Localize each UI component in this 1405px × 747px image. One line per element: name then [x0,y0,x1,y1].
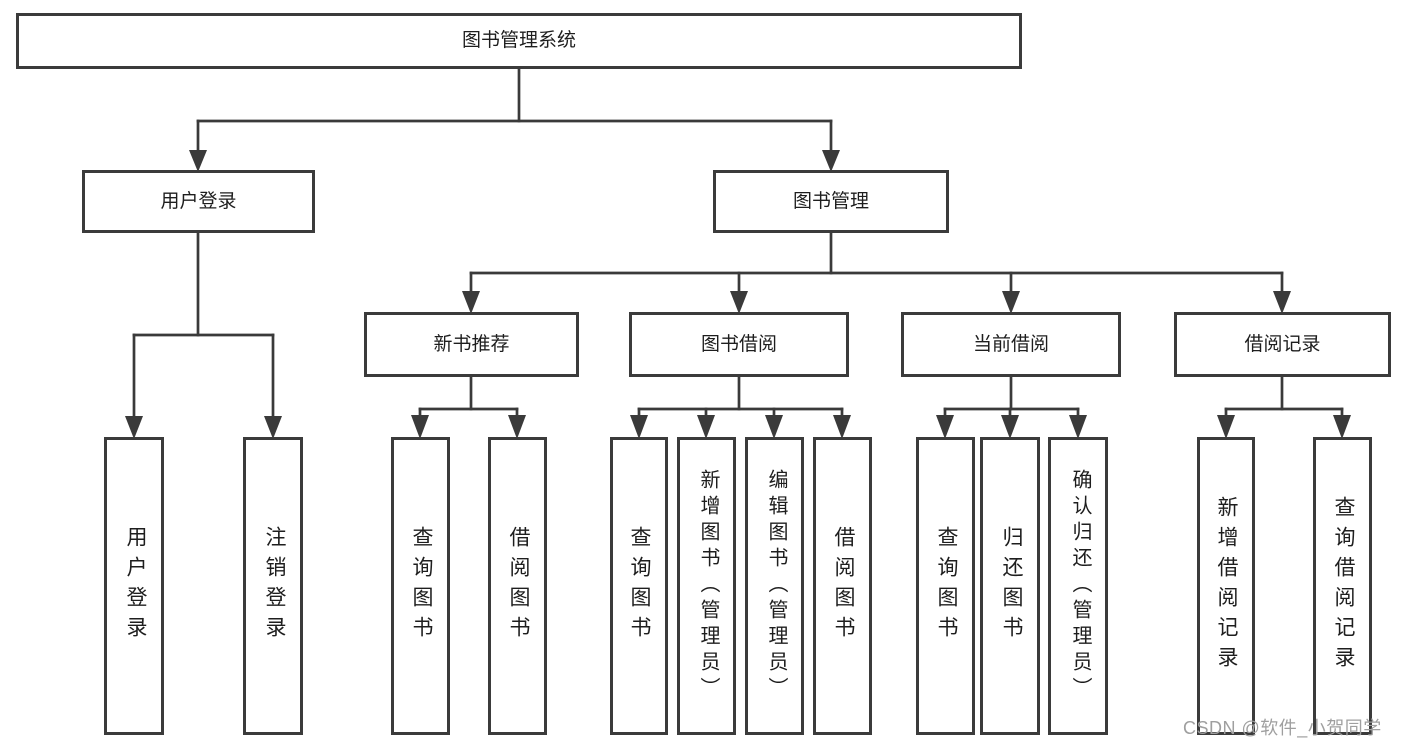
node-leaf-user-login: 用户登录 [104,437,164,735]
csdn-watermark: CSDN @软件_小贺同学 [1183,718,1382,738]
node-book-borrowing: 图书借阅 [629,312,849,377]
node-current-borrowing: 当前借阅 [901,312,1121,377]
node-book-management: 图书管理 [713,170,949,233]
node-leaf-logout: 注销登录 [243,437,303,735]
node-leaf-search-books-recommend: 查询图书 [391,437,450,735]
node-leaf-borrow-books-recommend: 借阅图书 [488,437,547,735]
node-leaf-search-books-borrow: 查询图书 [610,437,668,735]
node-leaf-add-book-admin: 新增图书（管理员） [677,437,736,735]
node-leaf-search-borrow-record: 查询借阅记录 [1313,437,1372,735]
node-leaf-add-borrow-record: 新增借阅记录 [1197,437,1255,735]
node-user-login: 用户登录 [82,170,315,233]
node-leaf-search-books-current: 查询图书 [916,437,975,735]
node-leaf-edit-book-admin: 编辑图书（管理员） [745,437,804,735]
node-borrowing-records: 借阅记录 [1174,312,1391,377]
node-leaf-return-books: 归还图书 [980,437,1040,735]
node-leaf-borrow-books: 借阅图书 [813,437,872,735]
node-leaf-confirm-return-admin: 确认归还（管理员） [1048,437,1108,735]
node-new-book-recommendation: 新书推荐 [364,312,579,377]
node-library-management-system: 图书管理系统 [16,13,1022,69]
